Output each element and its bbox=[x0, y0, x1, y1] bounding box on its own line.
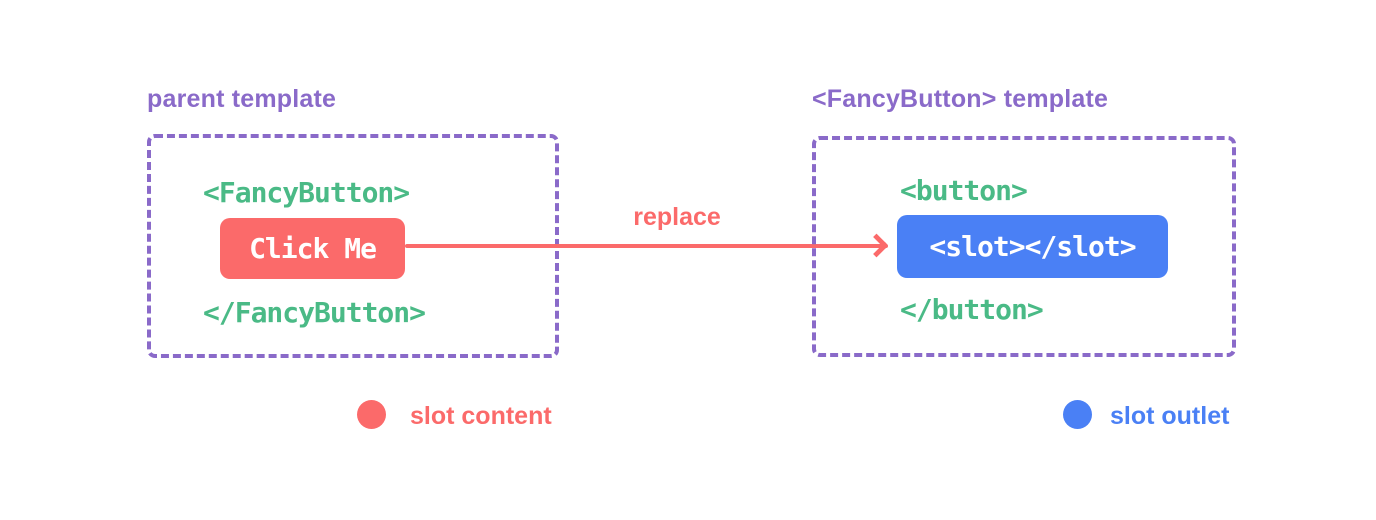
slot-content-legend-label: slot content bbox=[410, 402, 552, 430]
slot-content-dot-icon bbox=[357, 400, 386, 429]
template-close-tag: </button> bbox=[900, 293, 1044, 326]
slot-outlet-dot-icon bbox=[1063, 400, 1092, 429]
fancybutton-template-box bbox=[812, 136, 1236, 357]
parent-template-title: parent template bbox=[147, 85, 337, 113]
click-me-button[interactable]: Click Me bbox=[220, 218, 405, 279]
parent-close-tag: </FancyButton> bbox=[203, 296, 426, 329]
replace-label: replace bbox=[633, 203, 721, 231]
slot-outlet-box: <slot></slot> bbox=[897, 215, 1168, 278]
template-open-tag: <button> bbox=[900, 174, 1028, 207]
parent-open-tag: <FancyButton> bbox=[203, 176, 410, 209]
replace-arrow-line bbox=[405, 244, 888, 248]
slot-outlet-legend-label: slot outlet bbox=[1110, 402, 1230, 430]
fancybutton-template-title: <FancyButton> template bbox=[812, 85, 1109, 113]
